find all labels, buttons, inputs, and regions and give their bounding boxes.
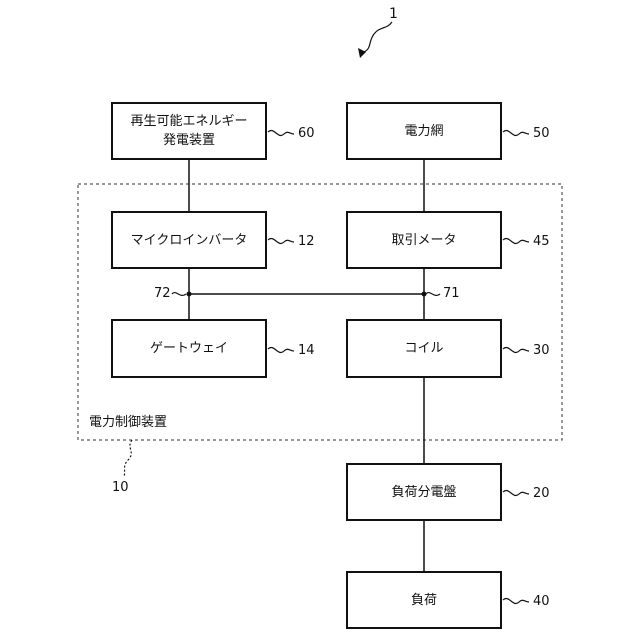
leader-40 bbox=[503, 598, 529, 603]
ref-20: 20 bbox=[533, 486, 550, 501]
control-device-label: 電力制御装置 bbox=[89, 411, 167, 430]
ref-14: 14 bbox=[298, 343, 315, 358]
ref-50: 50 bbox=[533, 126, 550, 141]
leader-12 bbox=[268, 238, 294, 243]
figure-arrow bbox=[364, 22, 392, 52]
load-label: 負荷 bbox=[411, 591, 437, 610]
node-ref-72: 72 bbox=[154, 286, 171, 301]
renewable-generator-label: 再生可能エネルギー 発電装置 bbox=[130, 112, 247, 150]
leader-71 bbox=[426, 293, 440, 296]
transaction-meter-block: 取引メータ bbox=[346, 211, 502, 269]
ref-40: 40 bbox=[533, 594, 550, 609]
ref-12: 12 bbox=[298, 234, 315, 249]
ref-30: 30 bbox=[533, 343, 550, 358]
power-grid-block: 電力網 bbox=[346, 102, 502, 160]
micro-inverter-label: マイクロインバータ bbox=[131, 231, 248, 250]
leader-72 bbox=[172, 293, 186, 296]
ref-60: 60 bbox=[298, 126, 315, 141]
power-grid-label: 電力網 bbox=[404, 122, 443, 141]
leader-60 bbox=[268, 130, 294, 135]
transaction-meter-label: 取引メータ bbox=[391, 231, 456, 250]
node-ref-71: 71 bbox=[443, 286, 460, 301]
load-block: 負荷 bbox=[346, 571, 502, 629]
leader-50 bbox=[503, 130, 529, 135]
renewable-generator-block: 再生可能エネルギー 発電装置 bbox=[111, 102, 267, 160]
leader-10 bbox=[124, 440, 132, 476]
gateway-label: ゲートウェイ bbox=[150, 339, 228, 358]
load-distribution-panel-block: 負荷分電盤 bbox=[346, 463, 502, 521]
node-right bbox=[422, 292, 427, 297]
leader-20 bbox=[503, 490, 529, 495]
coil-block: コイル bbox=[346, 319, 502, 378]
leader-45 bbox=[503, 238, 529, 243]
figure-ref-label: 1 bbox=[389, 6, 398, 22]
coil-label: コイル bbox=[404, 339, 443, 358]
node-left bbox=[187, 292, 192, 297]
gateway-block: ゲートウェイ bbox=[111, 319, 267, 378]
ref-10: 10 bbox=[112, 480, 129, 495]
leader-30 bbox=[503, 347, 529, 352]
leader-14 bbox=[268, 347, 294, 352]
ref-45: 45 bbox=[533, 234, 550, 249]
micro-inverter-block: マイクロインバータ bbox=[111, 211, 267, 269]
load-distribution-panel-label: 負荷分電盤 bbox=[391, 483, 456, 502]
